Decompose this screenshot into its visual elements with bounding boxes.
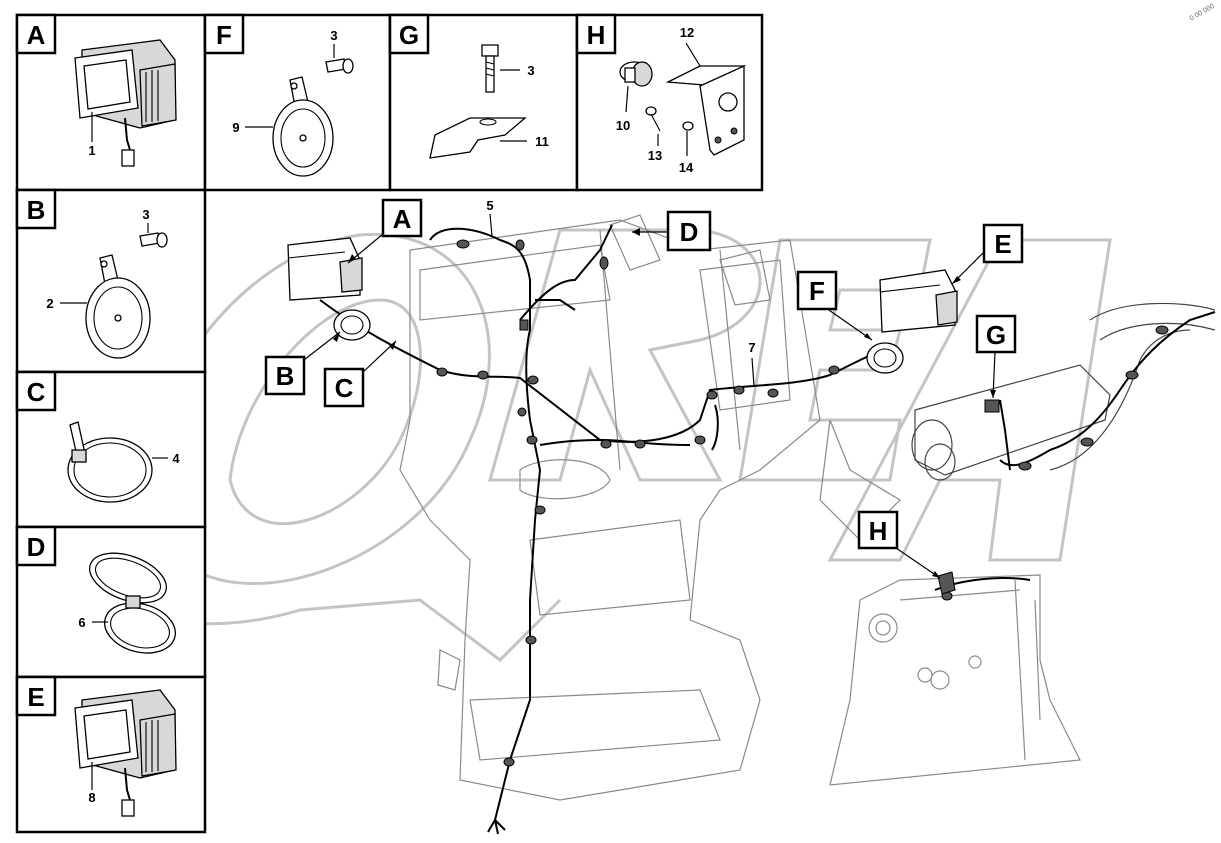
- panel-d-label: D: [27, 532, 46, 562]
- callout-h-label: H: [869, 516, 888, 546]
- mounting-plate-icon: [665, 64, 747, 156]
- horn-icon: [85, 232, 168, 359]
- installed-bracket-h: [937, 571, 956, 595]
- part-number: 8: [88, 790, 95, 805]
- installed-horn-f: [866, 342, 904, 374]
- part-number: 14: [679, 160, 694, 175]
- bracket-icon: [429, 117, 527, 159]
- callout-b-label: B: [276, 361, 295, 391]
- panel-g-label: G: [399, 20, 419, 50]
- panel-g: G 3 11: [388, 13, 579, 192]
- harness-number-7: 7: [748, 340, 755, 355]
- part-number: 3: [330, 28, 337, 43]
- panel-h-label: H: [587, 20, 606, 50]
- panel-a: A 1: [15, 13, 207, 192]
- part-number: 9: [232, 120, 239, 135]
- loader-frame: [399, 214, 901, 801]
- work-light-icon: [74, 689, 177, 817]
- installed-work-light-a: [287, 237, 363, 301]
- part-number: 10: [616, 118, 630, 133]
- harness-number-5: 5: [486, 198, 493, 213]
- panel-b-label: B: [27, 195, 46, 225]
- panel-a-label: A: [27, 20, 46, 50]
- hydraulic-cylinder: [911, 302, 1216, 481]
- callout-a-label: A: [393, 204, 412, 234]
- screw-icon: [645, 106, 661, 132]
- washer-icon: [682, 121, 694, 131]
- cable-tie-icon: [67, 421, 153, 503]
- work-light-icon: [74, 39, 177, 167]
- callout-c: C: [323, 340, 397, 408]
- callout-e: E: [951, 223, 1024, 285]
- panel-f-label: F: [216, 20, 232, 50]
- panel-c: C 4: [15, 370, 207, 529]
- wiring-harness: [319, 224, 1216, 835]
- panel-e: E 8: [15, 675, 207, 834]
- installed-work-light-e: [879, 269, 958, 333]
- callout-c-label: C: [335, 373, 354, 403]
- callout-b: B: [264, 331, 341, 396]
- double-cable-tie-icon: [89, 552, 176, 654]
- cap-icon: [619, 61, 653, 87]
- part-number: 6: [78, 615, 85, 630]
- callout-d: D: [632, 210, 712, 252]
- installed-sensor-g: [984, 399, 1000, 413]
- panel-c-label: C: [27, 377, 46, 407]
- callout-d-label: D: [680, 217, 699, 247]
- part-number: 12: [680, 25, 694, 40]
- bolt-icon: [481, 44, 499, 93]
- part-number: 4: [172, 451, 180, 466]
- panel-e-label: E: [27, 682, 44, 712]
- panel-b: B 3 2: [15, 188, 207, 374]
- bucket-linkage: [829, 574, 1081, 786]
- part-number: 2: [46, 296, 53, 311]
- part-number: 1: [88, 143, 95, 158]
- panel-f: F 3 9: [203, 13, 392, 192]
- panel-d: D 6: [15, 525, 207, 679]
- callout-g-label: G: [986, 320, 1006, 350]
- callout-f-label: F: [809, 276, 825, 306]
- part-number: 13: [648, 148, 662, 163]
- callout-e-label: E: [994, 229, 1011, 259]
- part-number: 3: [527, 63, 534, 78]
- part-number: 11: [535, 134, 549, 149]
- installed-horn-b: [333, 309, 371, 341]
- callout-f: F: [796, 270, 873, 341]
- callout-h: H: [857, 510, 941, 579]
- callout-a: A: [347, 198, 423, 264]
- callout-g: G: [975, 314, 1017, 399]
- corner-mark: 0 00 000: [1189, 3, 1216, 23]
- horn-icon: [272, 58, 354, 177]
- panel-h: H 10 12 13 14: [575, 13, 764, 192]
- part-number: 3: [142, 207, 149, 222]
